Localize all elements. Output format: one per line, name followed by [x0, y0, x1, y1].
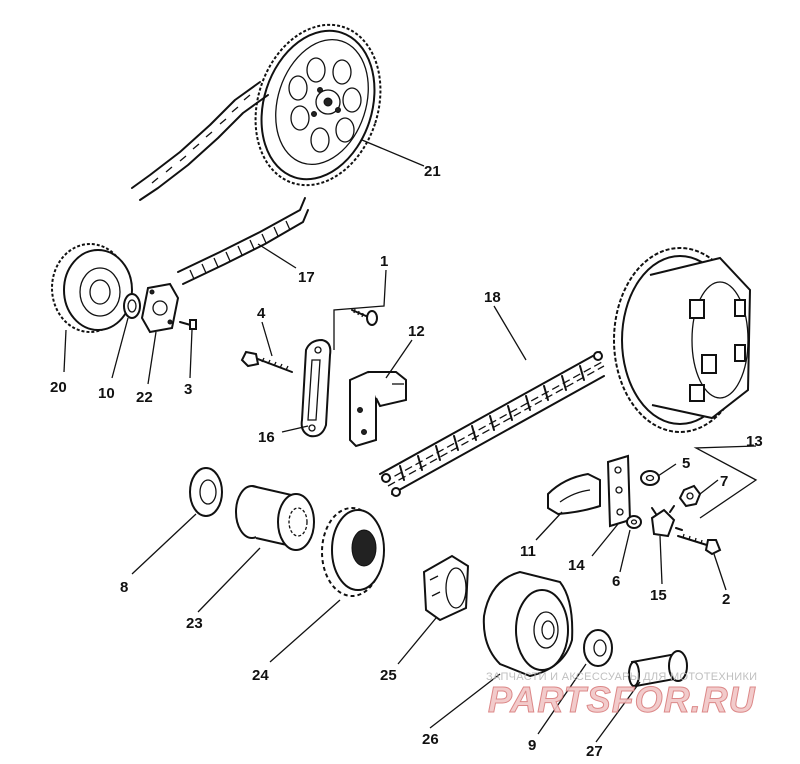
label-18: 18	[484, 289, 501, 306]
label-14: 14	[568, 557, 585, 574]
chain-part-18	[379, 351, 605, 497]
label-15: 15	[650, 587, 667, 604]
label-21: 21	[424, 163, 441, 180]
label-2: 2	[722, 591, 730, 608]
seal-part-10	[123, 293, 141, 319]
label-13: 13	[746, 433, 763, 450]
label-25: 25	[380, 667, 397, 684]
screw-part-1	[351, 308, 378, 326]
drive-belt-part-17	[131, 81, 309, 285]
sprocket-part-24	[321, 507, 385, 597]
label-9: 9	[528, 737, 536, 754]
label-27: 27	[586, 743, 603, 760]
label-8: 8	[120, 579, 128, 596]
label-10: 10	[98, 385, 115, 402]
chain-slipper-part-11	[547, 472, 601, 516]
watermark: ЗАПЧАСТИ И АКСЕССУАРЫ ДЛЯ МОТОТЕХНИКИ PA…	[486, 671, 757, 721]
bearing-housing-part-26	[482, 570, 574, 678]
label-5: 5	[682, 455, 690, 472]
label-7: 7	[720, 473, 728, 490]
label-23: 23	[186, 615, 203, 632]
splined-hub-part-23	[235, 485, 315, 551]
bolt-part-2	[677, 533, 722, 556]
spacer-washer-part-8	[189, 467, 223, 517]
label-1: 1	[380, 253, 388, 270]
washer-part-6	[626, 515, 642, 529]
axle-sleeve-part-27	[628, 650, 688, 688]
front-pulley-part-20	[51, 243, 133, 333]
screw-part-3	[179, 319, 197, 330]
label-11: 11	[520, 543, 536, 560]
label-4: 4	[257, 305, 266, 322]
guide-block-part-12	[349, 370, 407, 448]
label-26: 26	[422, 731, 439, 748]
bolt-part-4	[240, 350, 293, 373]
nut-part-7	[678, 484, 702, 508]
leader-lines	[63, 139, 758, 743]
adjuster-bracket-part-16	[300, 338, 332, 438]
washer-part-5	[640, 470, 660, 486]
lock-tab-part-15	[650, 505, 683, 538]
lock-plate-part-22	[140, 282, 180, 334]
clutch-sprocket-assembly	[613, 247, 752, 433]
watermark-brand: PARTSFOR.RU	[488, 679, 756, 720]
label-20: 20	[50, 379, 67, 396]
watermark-tagline: ЗАПЧАСТИ И АКСЕССУАРЫ ДЛЯ МОТОТЕХНИКИ	[486, 671, 757, 683]
label-3: 3	[184, 381, 192, 398]
label-12: 12	[408, 323, 425, 340]
label-22: 22	[136, 389, 153, 406]
mounting-plate-part-14	[606, 454, 632, 528]
part-number-labels: 21 17 20 10 22 3 4 16 1 12 18 13 5 7 11 …	[50, 163, 763, 760]
label-16: 16	[258, 429, 275, 446]
label-17: 17	[298, 269, 315, 286]
label-24: 24	[252, 667, 269, 684]
label-6: 6	[612, 573, 620, 590]
damper-hub-part-25	[422, 554, 470, 622]
washer-part-9	[583, 629, 613, 667]
rear-pulley-part-21	[254, 23, 382, 187]
